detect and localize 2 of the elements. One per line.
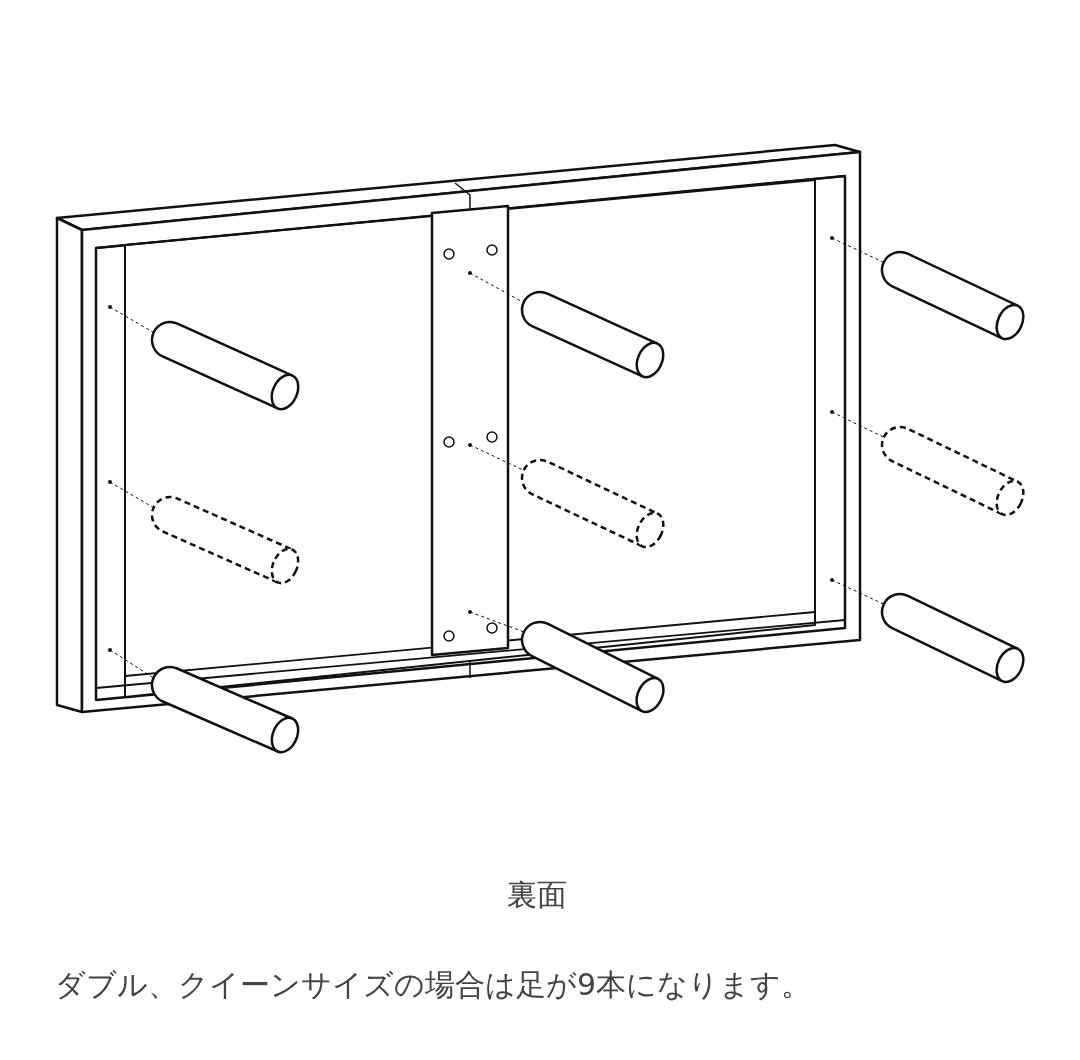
view-label: 裏面	[507, 876, 567, 914]
note-text: ダブル、クイーンサイズの場合は足が9本になります。	[55, 966, 812, 1004]
